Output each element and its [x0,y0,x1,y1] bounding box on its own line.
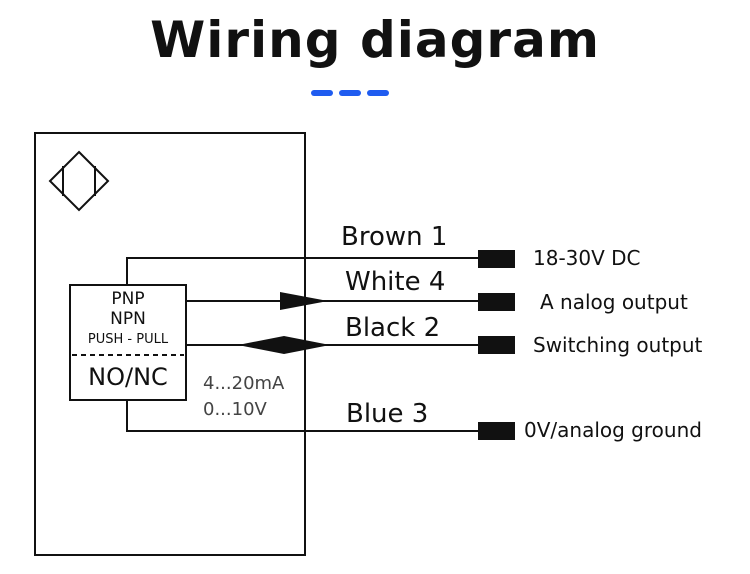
white-arrow-head [280,292,328,310]
dash-1 [311,90,333,96]
title-underline-dashes [311,90,441,98]
output-type-npn: NPN [110,309,146,329]
dash-2 [339,90,361,96]
analog-range-voltage: 0...10V [203,399,267,420]
analog-range-current: 4...20mA [203,373,285,394]
terminal-label-supply: 18-30V DC [533,246,641,270]
dash-3 [367,90,389,96]
brown-wire [126,257,478,285]
output-type-push-pull: PUSH - PULL [87,332,169,347]
brown-terminal [478,250,515,268]
wire-label-brown: Brown 1 [341,222,448,252]
contact-type-no-nc: NO/NC [88,363,168,391]
wire-label-blue: Blue 3 [346,399,429,429]
wire-label-white: White 4 [345,267,446,297]
inductive-sensor-diamond-icon [48,150,110,212]
blue-wire [126,400,478,432]
black-bidirectional-head [238,336,330,354]
black-terminal [478,336,515,354]
wire-label-black: Black 2 [345,313,441,343]
blue-terminal [478,422,515,440]
output-type-pnp: PNP [111,289,145,309]
white-terminal [478,293,515,311]
page-title: Wiring diagram [150,11,600,69]
terminal-label-ground: 0V/analog ground [524,418,702,442]
terminal-label-switching-output: Switching output [533,333,703,357]
terminal-label-analog-output: A nalog output [540,290,688,314]
